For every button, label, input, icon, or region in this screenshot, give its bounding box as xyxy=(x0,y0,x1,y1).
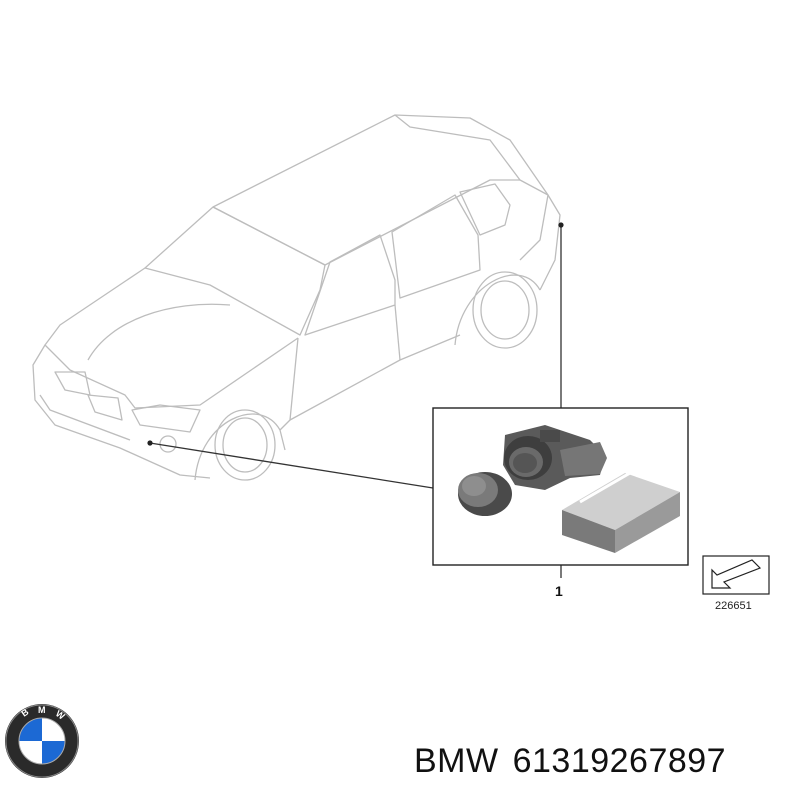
svg-text:M: M xyxy=(38,705,46,715)
leader-lines xyxy=(149,225,562,578)
bmw-logo-icon: B M W xyxy=(5,704,79,778)
svg-text:B: B xyxy=(19,706,30,718)
brand-name: BMW xyxy=(414,742,499,780)
part-number: 61319267897 xyxy=(512,742,727,780)
callout-number: 1 xyxy=(555,583,563,599)
reference-arrow-box xyxy=(702,555,770,595)
car-outline xyxy=(32,114,561,481)
packaging-box xyxy=(562,464,680,553)
leader-dot-rear xyxy=(558,222,564,228)
reference-code: 226651 xyxy=(715,600,752,612)
footer-part-label: BMW 61319267897 xyxy=(414,742,740,781)
sensor-cap xyxy=(458,472,512,516)
parking-sensor xyxy=(503,425,607,490)
parts-box xyxy=(432,407,689,566)
leader-dot-front xyxy=(147,440,153,446)
